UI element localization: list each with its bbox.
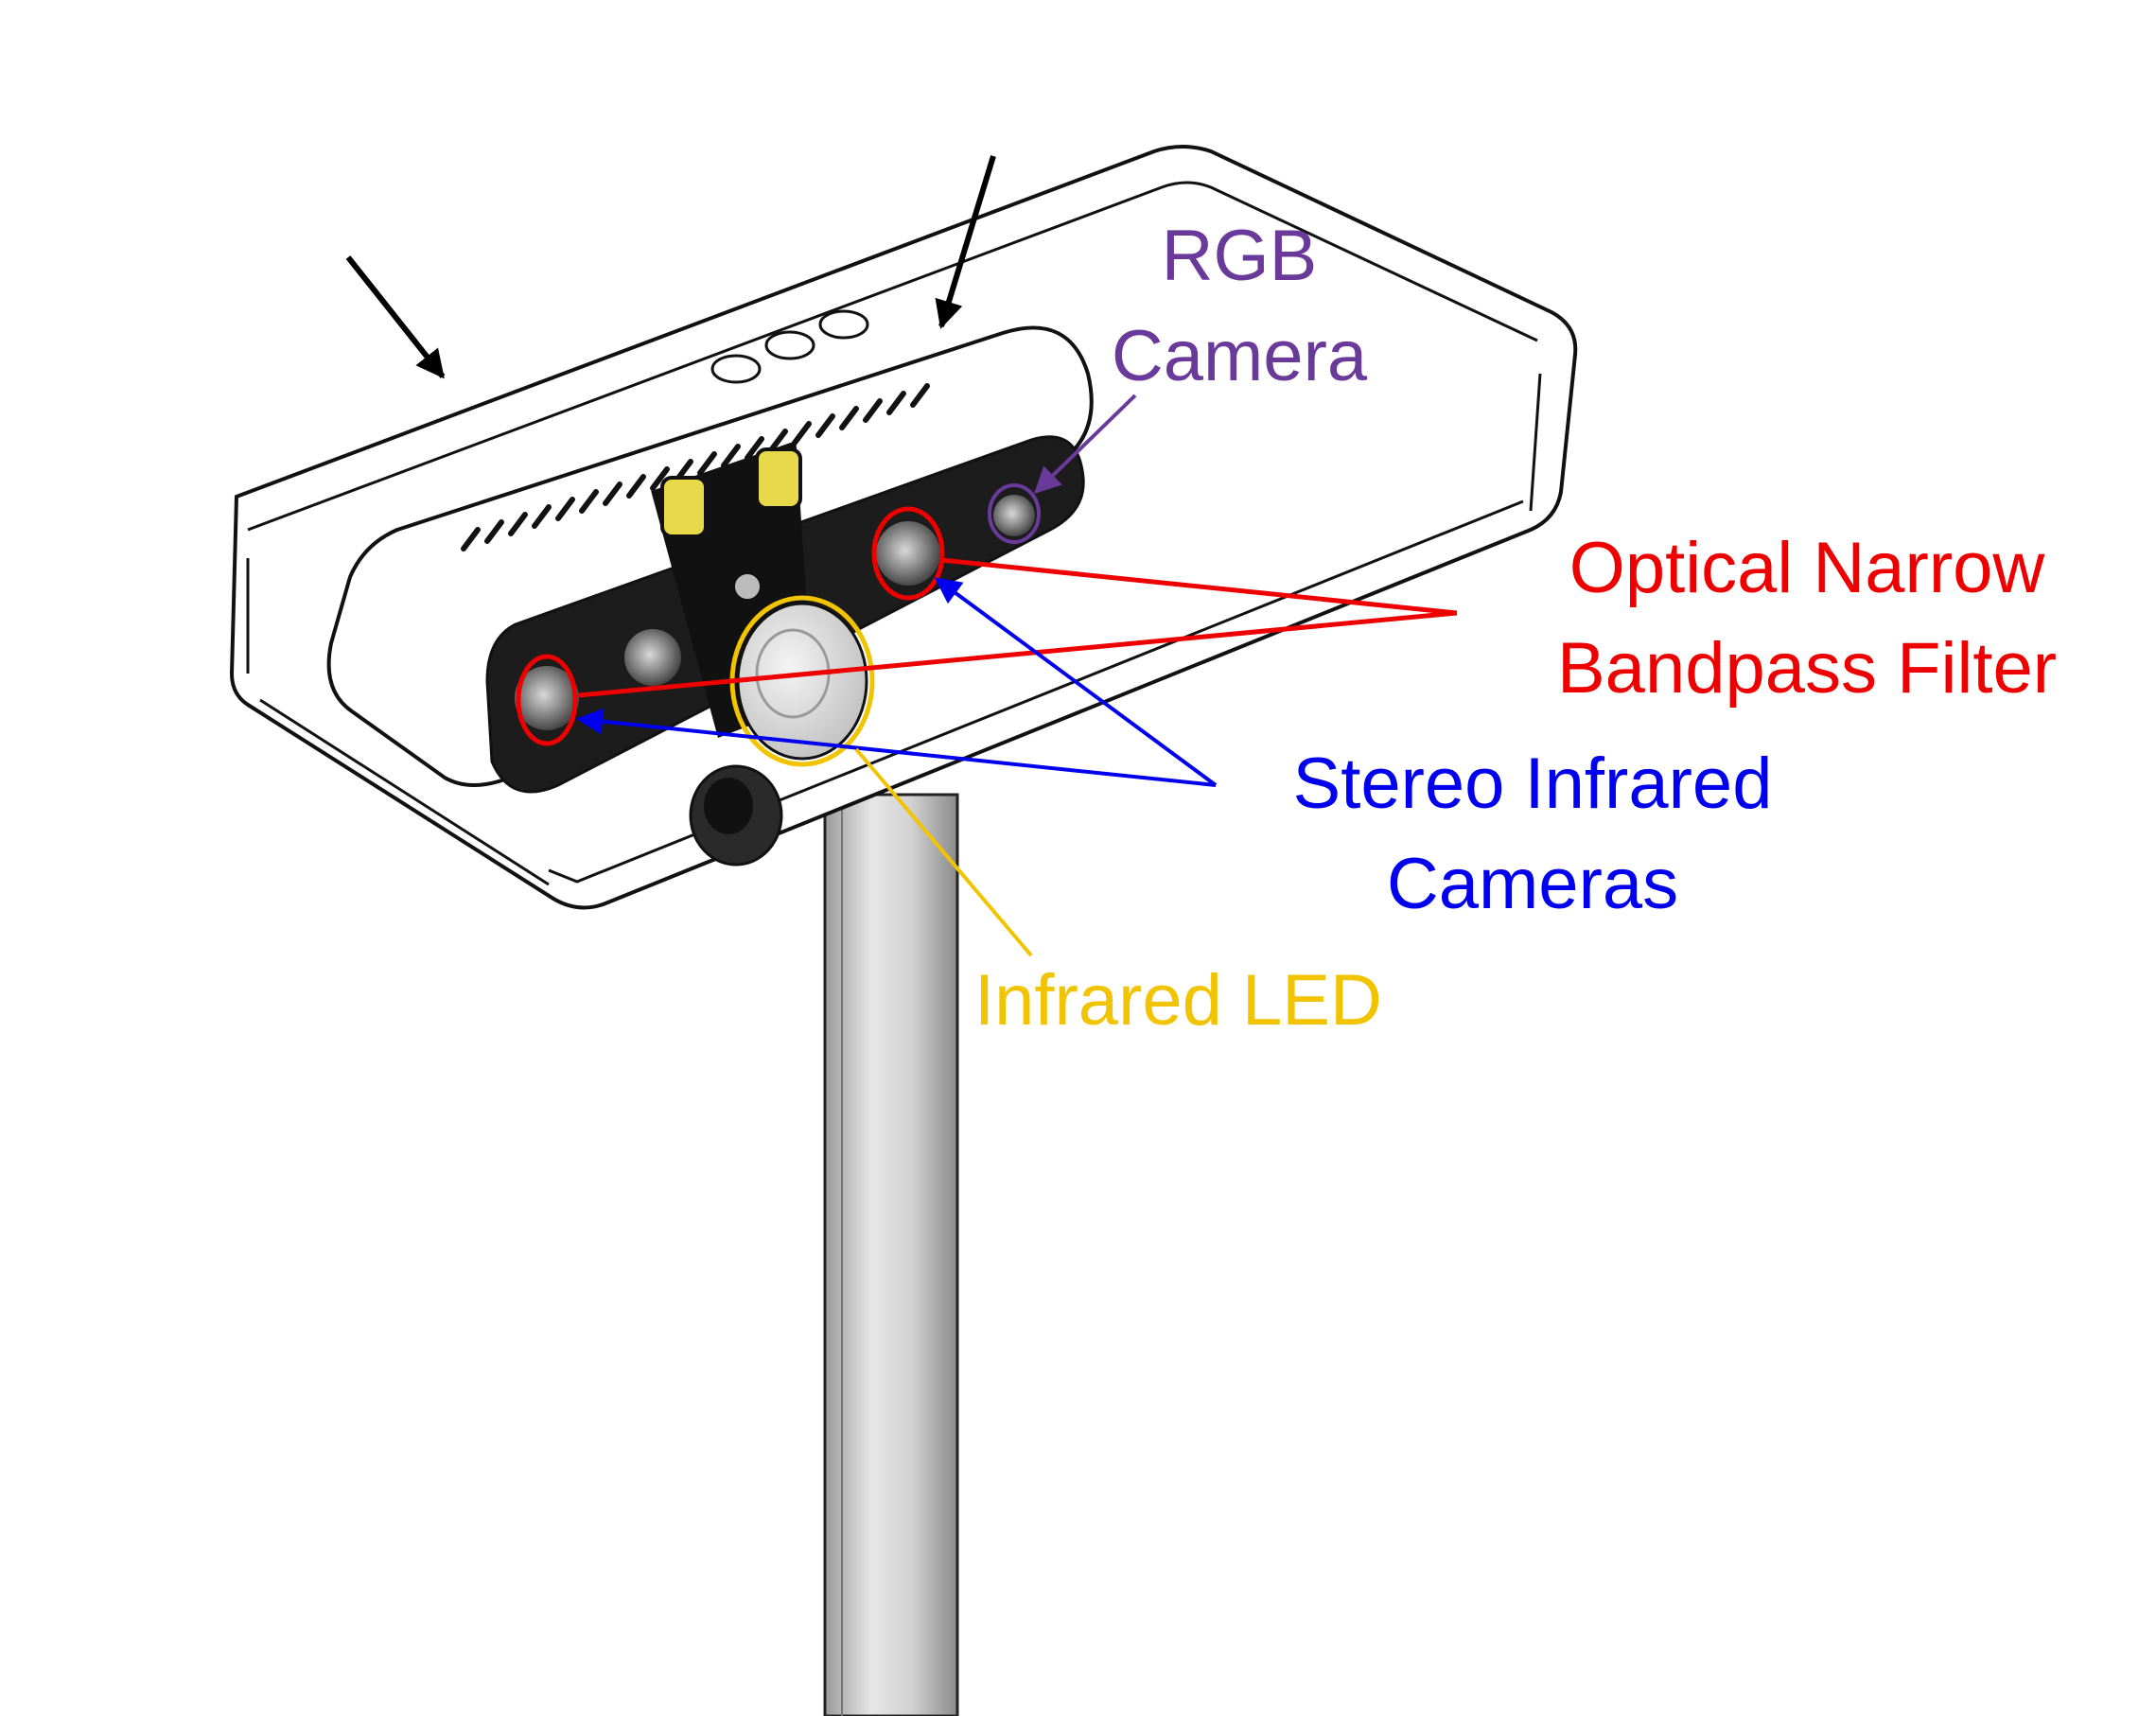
- label-infrared-led: Infrared LED: [974, 951, 1523, 1051]
- infrared-led: [738, 604, 867, 759]
- label-infrared-led-line-1: Infrared LED: [974, 951, 1523, 1051]
- bracket-tab-right: [757, 449, 800, 508]
- label-bandpass-filter-line-2: Bandpass Filter: [1457, 619, 2156, 719]
- label-stereo-infrared-cameras: Stereo Infrared Cameras: [1220, 734, 1845, 935]
- label-rgb-camera-line-1: RGB: [1060, 206, 1419, 306]
- button-2: [766, 332, 814, 359]
- label-bandpass-filter: Optical Narrow Bandpass Filter: [1457, 518, 2156, 719]
- bracket-screw: [734, 573, 761, 600]
- pointer-arrow-left: [348, 257, 443, 376]
- bracket-tab-left: [662, 478, 706, 536]
- label-bandpass-filter-line-1: Optical Narrow: [1457, 518, 2156, 619]
- ir-lens-right: [876, 521, 940, 586]
- mounting-pole: [825, 795, 957, 1716]
- button-1: [712, 356, 760, 382]
- center-lens: [624, 629, 681, 686]
- rgb-lens: [993, 495, 1035, 536]
- label-stereo-line-1: Stereo Infrared: [1220, 734, 1845, 834]
- label-stereo-line-2: Cameras: [1220, 834, 1845, 935]
- label-rgb-camera-line-2: Camera: [1060, 306, 1419, 407]
- button-3: [820, 311, 868, 338]
- cable-port: [691, 766, 781, 865]
- label-rgb-camera: RGB Camera: [1060, 206, 1419, 407]
